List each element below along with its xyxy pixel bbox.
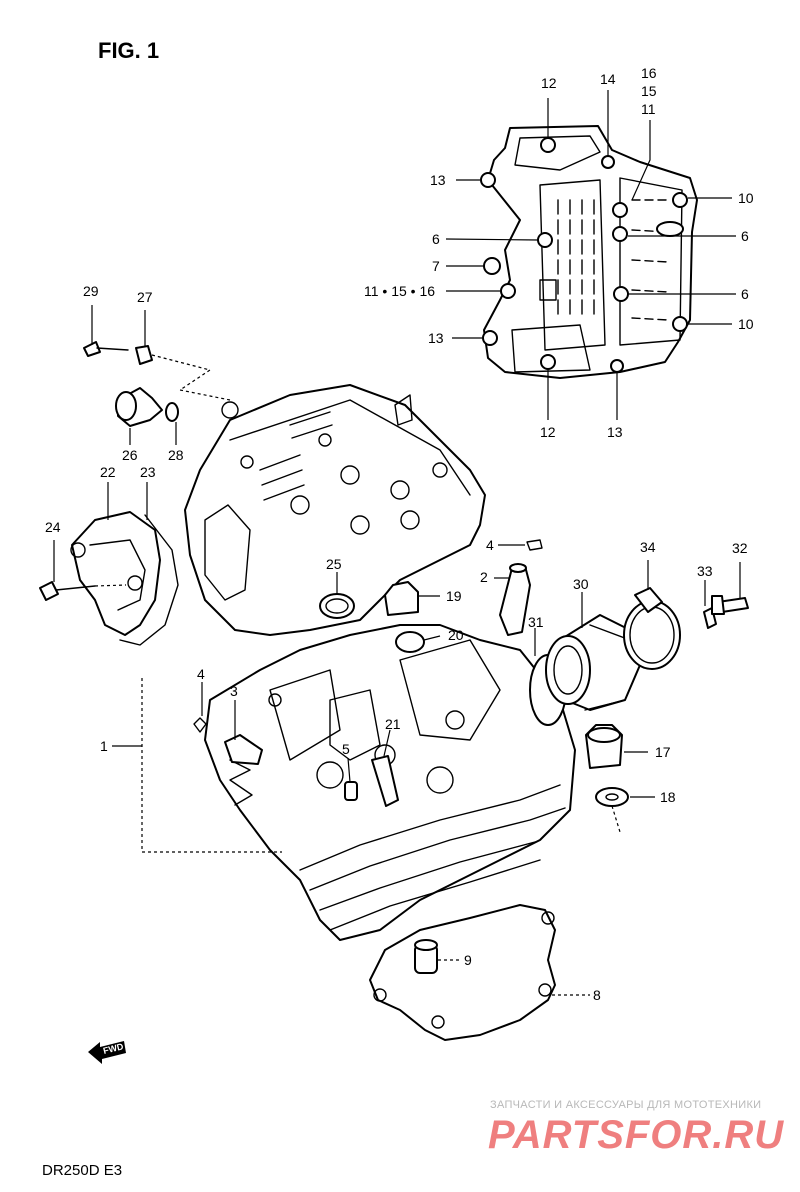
callout-2: 2	[480, 569, 488, 585]
callout-12-top: 12	[541, 75, 557, 91]
assembly-bracket	[141, 678, 282, 853]
watermark: ЗАПЧАСТИ И АКСЕССУАРЫ ДЛЯ МОТОТЕХНИКИ PA…	[488, 1099, 784, 1157]
callout-4-right: 4	[486, 537, 494, 553]
callout-13-top: 13	[430, 172, 446, 188]
callout-6-right-top: 6	[741, 228, 749, 244]
cylinder-head-cover	[480, 125, 698, 379]
callout-32: 32	[732, 540, 748, 556]
callout-29: 29	[83, 283, 99, 299]
callout-27: 27	[137, 289, 153, 305]
callout-13-bottom: 13	[607, 424, 623, 440]
small-parts	[193, 539, 629, 833]
callout-17: 17	[655, 744, 671, 760]
callout-11-15-16: 11 • 15 • 16	[364, 283, 435, 299]
callout-9: 9	[464, 952, 472, 968]
callout-23: 23	[140, 464, 156, 480]
callout-10-top: 10	[738, 190, 754, 206]
callout-6-right-bottom: 6	[741, 286, 749, 302]
leader-lines	[53, 90, 741, 996]
callout-19: 19	[446, 588, 462, 604]
callout-5: 5	[342, 741, 350, 757]
intake-pipe	[529, 587, 749, 726]
callout-12-bottom: 12	[540, 424, 556, 440]
callout-20: 20	[448, 627, 464, 643]
figure-title: FIG. 1	[98, 38, 159, 63]
forward-arrow-icon: FWD	[88, 1041, 126, 1064]
callout-21: 21	[385, 716, 401, 732]
callout-30: 30	[573, 576, 589, 592]
callout-31: 31	[528, 614, 544, 630]
callout-8: 8	[593, 987, 601, 1003]
inspection-cap	[83, 341, 231, 427]
model-code: DR250D E3	[42, 1162, 122, 1179]
callout-33: 33	[697, 563, 713, 579]
callout-7: 7	[432, 258, 440, 274]
callout-6-left: 6	[432, 231, 440, 247]
cylinder-head	[184, 384, 576, 941]
callout-13-left: 13	[428, 330, 444, 346]
callout-11-top: 11	[641, 101, 656, 117]
callout-26: 26	[122, 447, 138, 463]
callout-22: 22	[100, 464, 116, 480]
callout-24: 24	[45, 519, 61, 535]
callout-14: 14	[600, 71, 616, 87]
callout-25: 25	[326, 556, 342, 572]
fwd-label: FWD	[102, 1041, 125, 1056]
callout-10-bottom: 10	[738, 316, 754, 332]
head-gasket	[369, 904, 556, 1041]
side-cover	[39, 511, 179, 646]
callout-1: 1	[100, 738, 108, 754]
callout-15: 15	[641, 83, 657, 99]
callout-labels: 12 14 16 15 11 13 6 7 11 • 15 • 16 13 12…	[45, 65, 754, 1003]
callout-18: 18	[660, 789, 676, 805]
watermark-caption: ЗАПЧАСТИ И АКСЕССУАРЫ ДЛЯ МОТОТЕХНИКИ	[490, 1099, 761, 1111]
callout-16: 16	[641, 65, 657, 81]
callout-34: 34	[640, 539, 656, 555]
callout-4-left: 4	[197, 666, 205, 682]
callout-3: 3	[230, 683, 238, 699]
watermark-brand: PARTSFOR.RU	[488, 1113, 784, 1157]
callout-28: 28	[168, 447, 184, 463]
